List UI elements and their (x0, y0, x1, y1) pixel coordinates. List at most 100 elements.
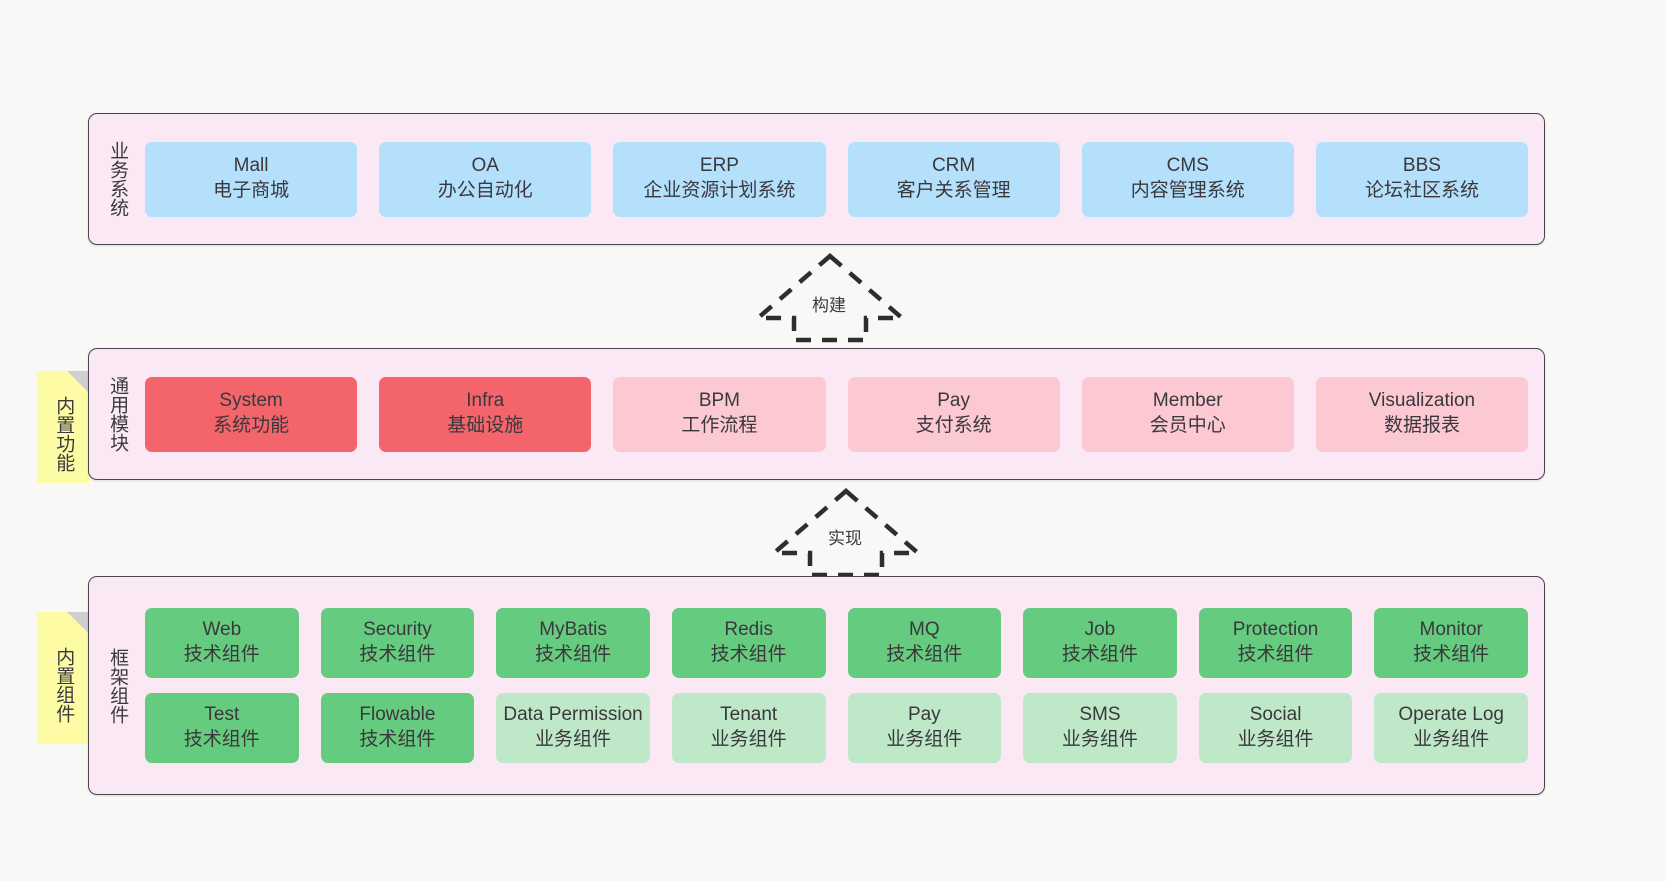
box-sms[interactable]: SMS 业务组件 (1023, 693, 1177, 763)
box-title-cn: 业务组件 (535, 729, 612, 750)
box-title-cn: 办公自动化 (437, 180, 533, 201)
box-title-cn: 技术组件 (1413, 644, 1490, 665)
box-title-cn: 技术组件 (886, 644, 963, 665)
layer-title-common: 通用模块 (107, 376, 129, 452)
box-bbs[interactable]: BBS 论坛社区系统 (1315, 141, 1529, 217)
box-tenant[interactable]: Tenant 业务组件 (671, 693, 826, 763)
box-title-en: Job (1084, 619, 1116, 641)
box-title-cn: 技术组件 (183, 729, 260, 750)
box-data-permission[interactable]: Data Permission 业务组件 (496, 693, 650, 763)
box-cms[interactable]: CMS 内容管理系统 (1081, 141, 1294, 217)
box-title-cn: 技术组件 (1061, 644, 1138, 665)
box-title-en: Data Permission (503, 704, 643, 726)
box-title-cn: 技术组件 (710, 644, 787, 665)
box-title-en: OA (471, 155, 499, 177)
box-bpm[interactable]: BPM 工作流程 (613, 376, 826, 452)
box-title-en: Security (363, 619, 432, 641)
box-title-cn: 技术组件 (359, 644, 436, 665)
box-row: Test 技术组件 Flowable 技术组件 Data Permission … (145, 693, 1528, 763)
box-title-cn: 会员中心 (1149, 415, 1226, 436)
box-title-en: System (219, 390, 283, 412)
box-title-en: Web (202, 619, 242, 641)
box-infra[interactable]: Infra 基础设施 (379, 376, 592, 452)
box-title-en: Tenant (720, 704, 778, 726)
box-title-cn: 系统功能 (213, 415, 290, 436)
box-title-cn: 业务组件 (1061, 729, 1138, 750)
box-protection[interactable]: Protection 技术组件 (1198, 608, 1353, 678)
layer-title-business: 业务系统 (107, 141, 129, 217)
box-redis[interactable]: Redis 技术组件 (671, 608, 826, 678)
box-social[interactable]: Social 业务组件 (1198, 693, 1353, 763)
box-title-cn: 数据报表 (1383, 415, 1460, 436)
box-web[interactable]: Web 技术组件 (145, 608, 299, 678)
box-mall[interactable]: Mall 电子商城 (145, 141, 358, 217)
box-title-en: Visualization (1368, 390, 1476, 412)
box-title-en: Monitor (1419, 619, 1483, 641)
box-title-en: Protection (1232, 619, 1319, 641)
box-title-cn: 支付系统 (915, 415, 992, 436)
box-test[interactable]: Test 技术组件 (145, 693, 299, 763)
box-title-cn: 技术组件 (535, 644, 612, 665)
box-title-en: Member (1152, 390, 1223, 412)
box-title-cn: 企业资源计划系统 (643, 180, 796, 201)
layer-common-module[interactable]: 通用模块 System 系统功能 Infra 基础设施 BPM 工作流程 Pay… (88, 348, 1545, 480)
box-title-en: Social (1249, 704, 1302, 726)
box-row: Web 技术组件 Security 技术组件 MyBatis 技术组件 Redi… (145, 608, 1528, 678)
box-title-cn: 业务组件 (1413, 729, 1490, 750)
box-title-en: CMS (1166, 155, 1209, 177)
box-title-cn: 技术组件 (1237, 644, 1314, 665)
sticky-note-builtin-component[interactable]: 内置组件 (37, 612, 89, 744)
layer-body-common: System 系统功能 Infra 基础设施 BPM 工作流程 Pay 支付系统… (137, 349, 1544, 479)
box-title-en: Pay (907, 704, 941, 726)
box-pay-business[interactable]: Pay 业务组件 (847, 693, 1002, 763)
box-title-cn: 业务组件 (1237, 729, 1314, 750)
box-oa[interactable]: OA 办公自动化 (379, 141, 592, 217)
sticky-note-builtin-function[interactable]: 内置功能 (37, 371, 89, 483)
box-title-en: Flowable (359, 704, 436, 726)
box-title-cn: 业务组件 (710, 729, 787, 750)
box-member[interactable]: Member 会员中心 (1081, 376, 1294, 452)
box-title-cn: 电子商城 (213, 180, 290, 201)
box-title-cn: 内容管理系统 (1130, 180, 1245, 201)
box-title-cn: 基础设施 (447, 415, 524, 436)
layer-body-business: Mall 电子商城 OA 办公自动化 ERP 企业资源计划系统 CRM 客户关系… (137, 114, 1544, 244)
box-job[interactable]: Job 技术组件 (1023, 608, 1177, 678)
box-monitor[interactable]: Monitor 技术组件 (1374, 608, 1528, 678)
box-visualization[interactable]: Visualization 数据报表 (1315, 376, 1529, 452)
box-operate-log[interactable]: Operate Log 业务组件 (1374, 693, 1528, 763)
layer-business-system[interactable]: 业务系统 Mall 电子商城 OA 办公自动化 ERP 企业资源计划系统 CRM… (88, 113, 1545, 245)
box-system[interactable]: System 系统功能 (145, 376, 358, 452)
box-title-en: Redis (724, 619, 773, 641)
box-title-en: BPM (698, 390, 741, 412)
box-title-en: ERP (699, 155, 739, 177)
arrow-label-build: 构建 (812, 296, 846, 315)
box-mq[interactable]: MQ 技术组件 (847, 608, 1002, 678)
box-title-en: BBS (1402, 155, 1441, 177)
box-title-cn: 论坛社区系统 (1364, 180, 1479, 201)
box-title-en: SMS (1079, 704, 1121, 726)
layer-title-frame: 框架组件 (107, 647, 129, 724)
box-flowable[interactable]: Flowable 技术组件 (320, 693, 475, 763)
box-mybatis[interactable]: MyBatis 技术组件 (496, 608, 650, 678)
box-security[interactable]: Security 技术组件 (320, 608, 475, 678)
box-title-cn: 业务组件 (886, 729, 963, 750)
box-row: Mall 电子商城 OA 办公自动化 ERP 企业资源计划系统 CRM 客户关系… (145, 141, 1529, 217)
box-pay[interactable]: Pay 支付系统 (847, 376, 1060, 452)
box-title-cn: 技术组件 (359, 729, 436, 750)
box-title-en: Operate Log (1398, 704, 1504, 726)
layer-body-frame: Web 技术组件 Security 技术组件 MyBatis 技术组件 Redi… (137, 577, 1544, 794)
box-title-cn: 工作流程 (681, 415, 758, 436)
box-title-cn: 客户关系管理 (896, 180, 1011, 201)
arrow-label-implement: 实现 (828, 529, 862, 548)
box-title-en: MQ (909, 619, 940, 641)
box-row: System 系统功能 Infra 基础设施 BPM 工作流程 Pay 支付系统… (145, 376, 1529, 452)
box-title-en: MyBatis (539, 619, 607, 641)
box-erp[interactable]: ERP 企业资源计划系统 (613, 141, 826, 217)
box-crm[interactable]: CRM 客户关系管理 (847, 141, 1060, 217)
box-title-en: Test (204, 704, 240, 726)
box-title-en: Pay (937, 390, 970, 412)
box-title-cn: 技术组件 (183, 644, 260, 665)
box-title-en: CRM (931, 155, 976, 177)
layer-framework-component[interactable]: 框架组件 Web 技术组件 Security 技术组件 MyBatis 技术组件… (88, 576, 1545, 795)
